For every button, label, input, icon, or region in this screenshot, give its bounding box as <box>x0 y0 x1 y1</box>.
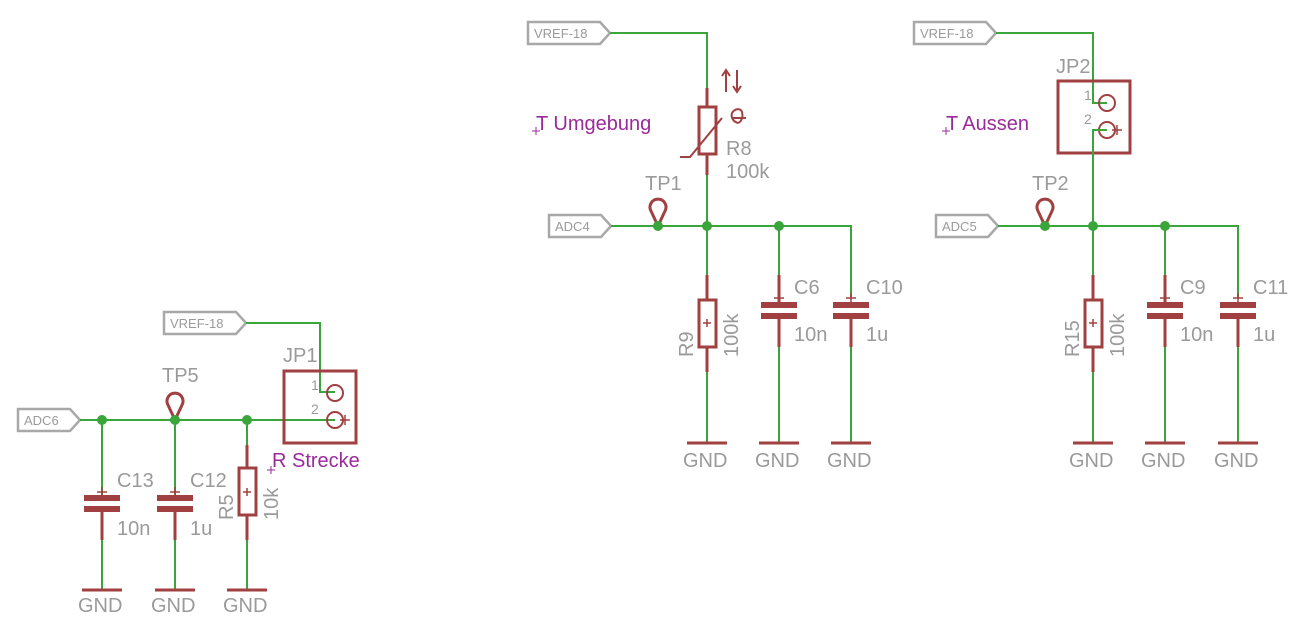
adc5-net <box>998 225 1239 298</box>
jp2-label: JP2 <box>1056 56 1090 78</box>
r9-value: 100k <box>721 313 743 357</box>
tp1-label: TP1 <box>645 173 682 195</box>
r15-value: 100k <box>1107 313 1129 357</box>
adc5-port[interactable]: ADC5 <box>934 213 1000 239</box>
jp2-pin1: 1 <box>1084 87 1092 103</box>
jp2-wire <box>1092 129 1107 226</box>
capacitor-c11[interactable] <box>1220 293 1256 347</box>
c11-name: C11 <box>1253 277 1288 299</box>
note-r-strecke: R Strecke <box>272 450 360 472</box>
r8-name: R8 <box>726 138 752 160</box>
r9-name: R9 <box>676 331 698 357</box>
c10-name: C10 <box>866 277 903 299</box>
r15-name: R15 <box>1062 320 1084 357</box>
c6-value: 10n <box>794 324 827 346</box>
gnd-label: GND <box>827 450 871 472</box>
c9-value: 10n <box>1180 324 1213 346</box>
c13-name: C13 <box>117 470 154 492</box>
vref-port-middle[interactable]: VREF-18 <box>526 20 612 46</box>
right-block: VREF-18 JP2 1 2 T Aussen ADC5 TP2 <box>912 20 1288 472</box>
gnd-label: GND <box>1141 450 1185 472</box>
c11-value: 1u <box>1253 324 1275 346</box>
vref-wire-middle <box>610 32 708 88</box>
capacitor-c13[interactable] <box>84 487 120 540</box>
c12-value: 1u <box>190 518 212 540</box>
adc4-net <box>611 225 852 298</box>
junction <box>1040 221 1050 231</box>
c10-value: 1u <box>866 324 888 346</box>
gnd-label: GND <box>755 450 799 472</box>
jp1-pin1: 1 <box>311 377 319 393</box>
r5-value: 10k <box>261 487 283 520</box>
r8-value: 100k <box>726 161 770 183</box>
jumper-jp1[interactable] <box>282 369 358 445</box>
adc6-port[interactable]: ADC6 <box>16 407 82 433</box>
note-t-aussen: T Aussen <box>946 113 1029 135</box>
gnd-label: GND <box>223 595 267 617</box>
middle-block: VREF-18 R8 100k T Umgebung ADC4 <box>526 20 903 472</box>
resistor-r9[interactable] <box>697 275 718 372</box>
jp1-label: JP1 <box>283 345 317 367</box>
svg-text:ADC5: ADC5 <box>942 219 977 234</box>
jp1-pin2: 2 <box>311 401 319 417</box>
capacitor-c10[interactable] <box>833 293 869 347</box>
note-t-umgebung: T Umgebung <box>536 113 651 135</box>
svg-text:VREF-18: VREF-18 <box>170 316 223 331</box>
tp5-label: TP5 <box>162 365 199 387</box>
vref-port-right[interactable]: VREF-18 <box>912 20 998 46</box>
capacitor-c9[interactable] <box>1147 275 1183 347</box>
testpoint-tp1[interactable] <box>648 197 668 230</box>
junction <box>653 221 663 231</box>
r5-name: R5 <box>216 494 238 520</box>
testpoint-tp5[interactable] <box>165 391 185 424</box>
jp2-pin2: 2 <box>1084 111 1092 127</box>
c9-name: C9 <box>1180 277 1206 299</box>
resistor-r5[interactable] <box>237 445 258 540</box>
svg-text:VREF-18: VREF-18 <box>534 26 587 41</box>
vref-port-left[interactable]: VREF-18 <box>162 310 248 336</box>
svg-text:VREF-18: VREF-18 <box>920 26 973 41</box>
gnd-label: GND <box>1214 450 1258 472</box>
gnd-label: GND <box>151 595 195 617</box>
resistor-r15[interactable] <box>1083 275 1104 372</box>
c12-name: C12 <box>190 470 227 492</box>
left-block: VREF-18 ADC6 JP1 1 2 R Strecke TP5 <box>16 310 360 617</box>
tp2-label: TP2 <box>1032 173 1069 195</box>
capacitor-c12[interactable] <box>157 487 193 540</box>
thermistor-r8[interactable] <box>680 68 746 175</box>
c6-name: C6 <box>794 277 820 299</box>
gnd-label: GND <box>1069 450 1113 472</box>
c13-value: 10n <box>117 518 150 540</box>
gnd-label: GND <box>78 595 122 617</box>
svg-text:ADC4: ADC4 <box>555 219 590 234</box>
svg-text:ADC6: ADC6 <box>24 413 59 428</box>
gnd-label: GND <box>683 450 727 472</box>
testpoint-tp2[interactable] <box>1035 197 1055 230</box>
adc4-port[interactable]: ADC4 <box>547 213 613 239</box>
capacitor-c6[interactable] <box>761 275 797 347</box>
